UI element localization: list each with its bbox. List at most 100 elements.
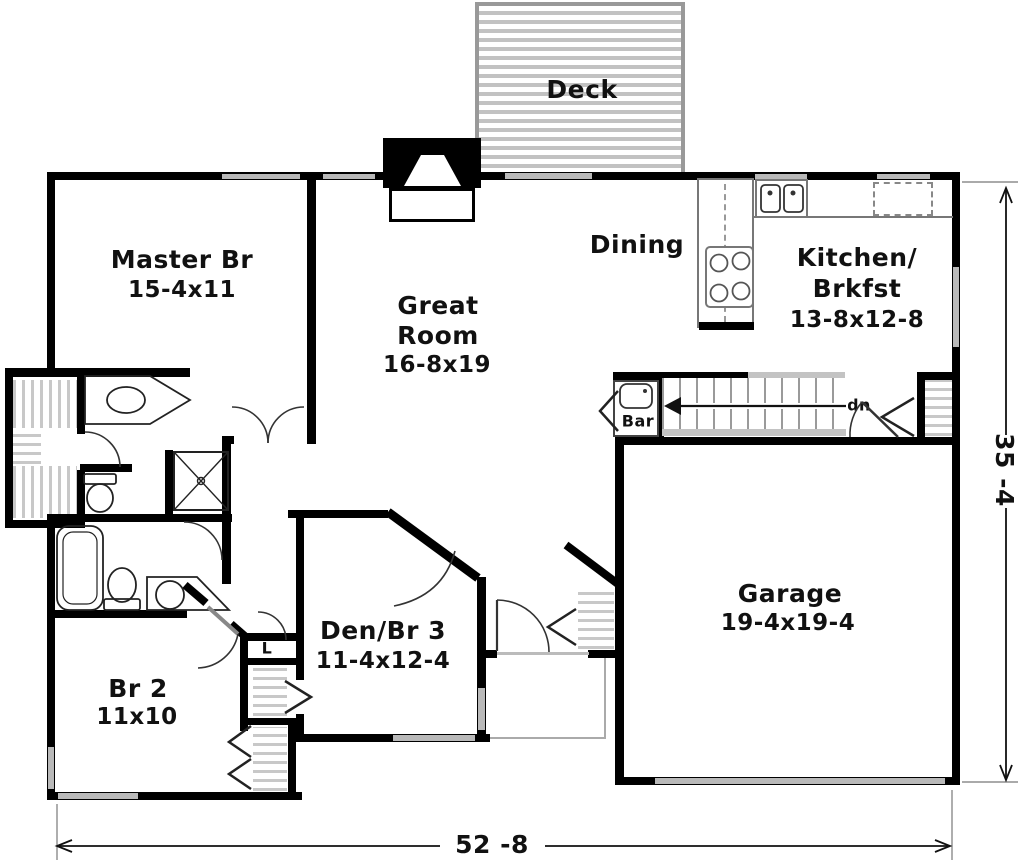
master-br-dims: 15-4x11: [128, 276, 236, 303]
stairs-dn-label: dn: [847, 395, 871, 415]
door-leaf-br2: [206, 605, 240, 636]
den-wall-east: [477, 577, 486, 742]
br2-closet-chevron: [226, 757, 252, 791]
kitchen-label-1: Kitchen/: [796, 242, 918, 272]
great-room-label-2: Room: [397, 320, 479, 350]
exterior-wall-left-upper: [47, 172, 55, 377]
overall-width-dimension: 52 -8: [455, 829, 529, 859]
den-wall-north: [288, 510, 388, 518]
linen-closet-label: L: [261, 638, 273, 658]
den-wall-west: [296, 518, 304, 680]
br2-wall-east: [240, 641, 248, 731]
closet-wall-bottom: [5, 520, 85, 528]
peninsula-end-wall: [699, 322, 754, 330]
sink: [155, 580, 185, 610]
shower-glass: [173, 451, 229, 511]
hall-wall-west: [222, 444, 231, 522]
entry-closet-chevron: [545, 607, 577, 647]
coat-closet-chevron: [879, 396, 915, 438]
toilet: [86, 483, 114, 513]
door-arc-master-left: [231, 406, 269, 444]
br2-dims: 11x10: [96, 703, 178, 730]
door-arc-hall-bath: [183, 521, 223, 561]
closet-wall-right-upper: [77, 377, 85, 434]
window-kitchen-right: [953, 267, 959, 347]
den-diagonal-wall: [385, 508, 481, 582]
window-br2-bottom: [58, 793, 138, 799]
stairs-railing-lower: [662, 429, 846, 436]
garage-door-opening: [655, 778, 945, 784]
kitchen-counter-edge: [753, 216, 953, 218]
sink: [106, 386, 146, 414]
vanity-counter: [146, 576, 232, 611]
door-arc-entry: [496, 599, 550, 653]
toilet-tank: [103, 598, 141, 611]
br2-closet-shelving: [253, 727, 287, 791]
staircase: [662, 378, 846, 435]
den-closet-shelving: [253, 668, 287, 716]
exterior-wall-bottom-br2: [47, 792, 302, 800]
den-wall-west-lower: [296, 714, 304, 742]
porch-edge-line: [490, 737, 606, 739]
walkin-closet-hanging-rod: [13, 380, 77, 428]
window-br2-left: [48, 747, 54, 789]
entry-diagonal-wall: [563, 541, 621, 588]
dining-label: Dining: [589, 229, 685, 259]
fireplace: [383, 138, 481, 188]
garage-wall-top: [615, 437, 960, 445]
bar-label: Bar: [621, 411, 655, 431]
garage-dims: 19-4x19-4: [720, 609, 856, 636]
deck-area: Deck: [475, 2, 685, 178]
entry-closet-shelving: [578, 587, 614, 649]
window-greatroom: [323, 174, 375, 179]
closet-divider-wall: [248, 718, 296, 725]
door-arc-br2: [197, 633, 239, 669]
toilet: [107, 567, 137, 603]
br2-label: Br 2: [108, 673, 168, 703]
master-br-label: Master Br: [110, 244, 254, 274]
stairs-wall-north: [613, 372, 748, 380]
exterior-wall-top: [47, 172, 960, 180]
vanity-counter: [84, 375, 192, 425]
linen-closet-wall-south: [248, 658, 296, 665]
dimension-arrow: [54, 839, 73, 853]
front-door-threshold: [497, 652, 589, 655]
toilet-tank: [83, 473, 117, 485]
door-arc-master-right: [267, 406, 305, 444]
shower-glass: [173, 451, 229, 511]
den-br3-label: Den/Br 3: [319, 615, 447, 645]
window-kitchen-sink: [755, 174, 807, 179]
range: [705, 246, 754, 308]
great-room-label-1: Great: [397, 290, 479, 320]
den-br3-dims: 11-4x12-4: [315, 647, 451, 674]
dimension-arrow: [999, 185, 1013, 204]
entry-wall-south-east: [588, 650, 616, 658]
shower-wall-west: [165, 450, 173, 520]
door-arc-master-bath: [84, 431, 121, 468]
bathtub: [56, 525, 104, 611]
stairs-railing: [748, 372, 845, 378]
master-door-jamb: [222, 436, 234, 444]
exterior-wall-right: [952, 172, 960, 785]
kitchen-sink-counter: [755, 179, 808, 218]
closet-wall-top: [5, 368, 190, 377]
bath2-wall-east: [222, 514, 231, 584]
dimension-arrow: [934, 839, 953, 853]
coat-closet-shelving: [925, 380, 952, 436]
garage-wall-left: [615, 440, 624, 785]
closet-wall-left: [5, 368, 13, 528]
bath2-wall-north: [47, 514, 232, 522]
refrigerator: [873, 182, 933, 216]
den-closet-chevron: [284, 679, 314, 715]
kitchen-dims: 13-8x12-8: [789, 306, 925, 333]
great-room-dims: 16-8x19: [383, 351, 491, 378]
bathtub-basin: [62, 531, 98, 605]
exterior-wall-left-lower: [47, 520, 55, 800]
window-den-east: [478, 688, 485, 730]
porch-edge-line: [604, 658, 606, 738]
bar-wall-east: [657, 380, 664, 437]
shower: [173, 451, 229, 511]
dimension-arrow: [999, 764, 1013, 783]
coat-closet-wall-north: [917, 372, 952, 380]
